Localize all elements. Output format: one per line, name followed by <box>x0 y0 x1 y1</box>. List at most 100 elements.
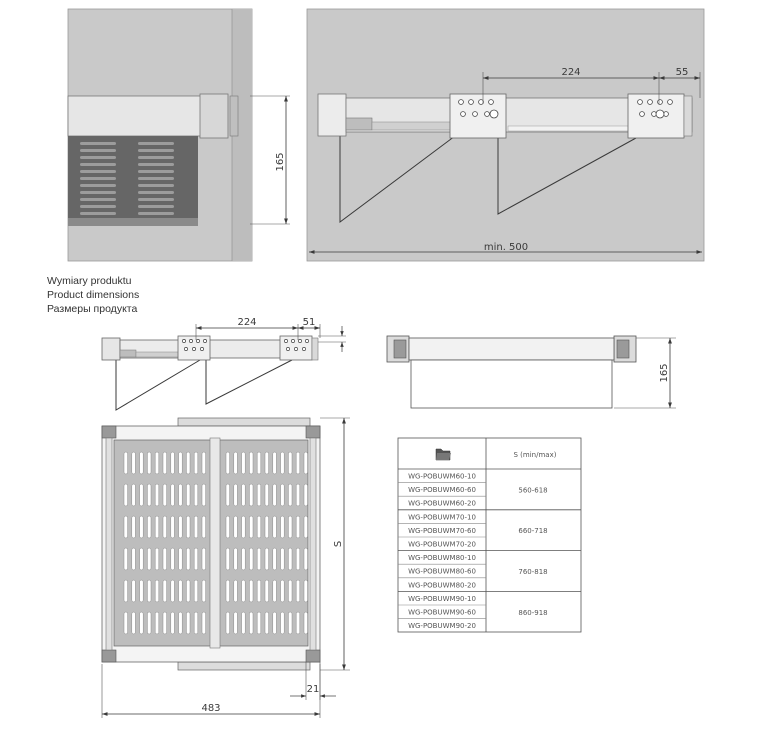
basket-slot <box>154 579 160 603</box>
mount-hole <box>488 99 494 105</box>
basket-slot <box>131 451 136 475</box>
basket-slot <box>295 579 301 603</box>
basket-slot <box>249 515 254 539</box>
basket-slot <box>147 451 152 475</box>
basket-slot <box>193 611 199 635</box>
basket-slot <box>162 579 167 603</box>
basket-slot <box>264 515 269 539</box>
table-range-cell: 660-718 <box>518 527 547 535</box>
table-range-cell: 560-618 <box>518 486 547 494</box>
mount-hole <box>291 339 295 343</box>
basket-slot <box>178 515 183 539</box>
mount-hole <box>184 347 188 351</box>
basket-slot <box>162 611 167 635</box>
basket-slot <box>80 142 116 145</box>
basket-slot <box>170 483 175 507</box>
mount-hole <box>196 339 200 343</box>
basket-slot <box>233 515 238 539</box>
basket-slot <box>186 515 191 539</box>
basket-slot <box>241 579 246 603</box>
basket-slot <box>264 547 269 571</box>
basket-slot <box>131 547 136 571</box>
basket-slot <box>264 483 269 507</box>
basket-slot <box>256 515 262 539</box>
basket-slot <box>178 547 183 571</box>
basket-slot <box>123 515 128 539</box>
basket-slot <box>225 515 230 539</box>
basket-slot <box>256 579 262 603</box>
basket-slot <box>280 579 285 603</box>
basket-slot <box>80 198 116 201</box>
basket-slot <box>80 177 116 180</box>
table-code-cell: WG-POBUWM70-10 <box>408 513 476 521</box>
basket-slot <box>139 579 144 603</box>
product-front-view: 165 <box>386 335 676 409</box>
basket-slot <box>154 515 160 539</box>
table-range-cell: 760-818 <box>518 568 547 576</box>
basket-slot <box>186 579 191 603</box>
mount-hole <box>484 111 490 117</box>
basket-slot <box>123 547 128 571</box>
basket-slot <box>303 451 308 475</box>
basket-slot <box>138 142 174 145</box>
mount-hole <box>637 99 643 105</box>
basket-slot <box>139 611 144 635</box>
mount-hole <box>657 99 663 105</box>
basket-slot <box>193 515 199 539</box>
basket-slot <box>241 515 246 539</box>
dim-224-product: 224 <box>237 317 256 328</box>
basket-slot <box>162 483 167 507</box>
basket-slot <box>138 156 174 159</box>
basket-slot <box>154 451 160 475</box>
basket-slot <box>256 451 262 475</box>
basket-slot <box>233 483 238 507</box>
dim-224-top: 224 <box>561 67 580 78</box>
dim-165-front: 165 <box>659 363 670 382</box>
basket-slot <box>138 198 174 201</box>
basket-slot <box>162 547 167 571</box>
mount-hole <box>472 111 478 117</box>
basket-slot <box>201 579 206 603</box>
basket-slot <box>178 451 183 475</box>
basket-slot <box>139 483 144 507</box>
basket-slot <box>288 579 293 603</box>
basket-slot <box>186 611 191 635</box>
basket-slot <box>256 611 262 635</box>
basket-slot <box>241 547 246 571</box>
basket-slot <box>147 547 152 571</box>
table-code-cell: WG-POBUWM80-60 <box>408 568 476 576</box>
caption-ru: Размеры продукта <box>47 303 138 315</box>
caption: Wymiary produktu Product dimensions Разм… <box>47 274 139 316</box>
dim-min-500: min. 500 <box>484 242 528 253</box>
mount-hole <box>284 339 288 343</box>
basket-slot <box>295 547 301 571</box>
basket-slot <box>139 547 144 571</box>
folder-icon <box>435 448 451 461</box>
basket-slot <box>303 515 308 539</box>
basket-slot <box>170 451 175 475</box>
basket-slot <box>80 156 116 159</box>
basket-slot <box>147 483 152 507</box>
table-code-cell: WG-POBUWM90-60 <box>408 609 476 617</box>
basket-slot <box>233 547 238 571</box>
mount-hole <box>667 99 673 105</box>
basket-slot <box>295 515 301 539</box>
basket-slot <box>162 515 167 539</box>
table-range-cell: 860-918 <box>518 609 547 617</box>
basket-slot <box>280 515 285 539</box>
basket-slot <box>280 451 285 475</box>
table-code-cell: WG-POBUWM70-60 <box>408 527 476 535</box>
basket-slot <box>256 547 262 571</box>
table-code-cell: WG-POBUWM60-10 <box>408 473 476 481</box>
basket-slot <box>193 451 199 475</box>
mount-hole <box>189 339 193 343</box>
dim-s: S <box>333 541 344 547</box>
basket-slot <box>280 483 285 507</box>
dim-483: 483 <box>201 703 220 714</box>
basket-slot <box>295 483 301 507</box>
basket-slot <box>241 611 246 635</box>
basket-slot <box>80 149 116 152</box>
basket-slot <box>256 483 262 507</box>
basket-slot <box>131 515 136 539</box>
